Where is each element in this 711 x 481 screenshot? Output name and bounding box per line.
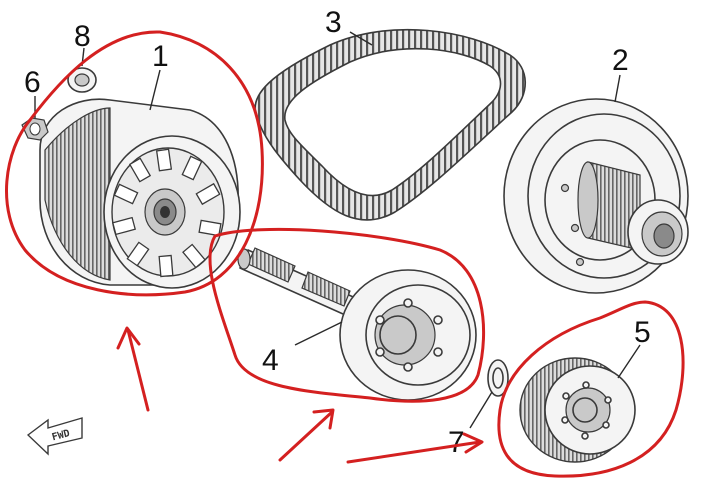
leader-4 [294, 321, 343, 346]
callout-5: 5 [634, 316, 651, 349]
red-arrow-1-head [116, 326, 141, 350]
bearing-assembly [519, 357, 636, 463]
red-arrow-2-head [312, 408, 335, 430]
drive-belt [254, 28, 526, 221]
leader-1 [149, 69, 161, 111]
leader-7 [469, 391, 493, 429]
highlight-loop-4 [208, 227, 486, 403]
washer-part [67, 67, 97, 93]
leader-5 [617, 344, 641, 379]
callout-3: 3 [325, 6, 342, 39]
leader-3 [349, 31, 373, 46]
red-arrow-3 [346, 440, 482, 464]
highlight-loop-5 [497, 300, 685, 478]
shaft-hub [237, 247, 477, 401]
callout-6: 6 [24, 66, 41, 99]
red-arrow-1 [126, 328, 150, 412]
nut-part [21, 117, 49, 141]
callout-4: 4 [262, 344, 279, 377]
thin-washer [487, 359, 509, 397]
leader-2 [614, 74, 621, 103]
leader-lines [34, 31, 641, 429]
highlight-loop-1 [5, 30, 264, 297]
fwd-arrow: FWD [26, 417, 83, 456]
red-annotations [5, 30, 685, 478]
drive-clutch [39, 98, 241, 289]
callout-7: 7 [448, 426, 465, 459]
red-arrow-3-head [462, 432, 484, 454]
red-arrow-2 [278, 410, 334, 462]
callout-8: 8 [74, 20, 91, 53]
driven-clutch [503, 98, 689, 294]
callout-2: 2 [612, 44, 629, 77]
callout-1: 1 [152, 40, 169, 73]
callout-numbers: 1 2 3 4 5 6 7 8 [24, 6, 651, 459]
fwd-label: FWD [51, 428, 71, 443]
